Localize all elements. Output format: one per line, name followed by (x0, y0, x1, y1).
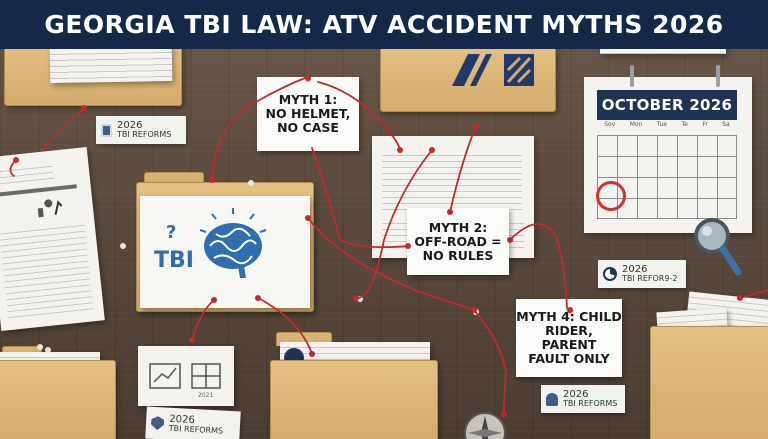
folder-bottom-right (650, 291, 768, 439)
person-icon (546, 392, 558, 406)
reforms-left-year: 2026 (117, 120, 143, 132)
document-icon (101, 123, 112, 137)
document-left (0, 147, 105, 331)
magnifier-icon (694, 218, 742, 276)
pebble (248, 180, 254, 186)
myth-1-line2: NO HELMET, (265, 106, 351, 121)
diagram-icon (149, 363, 221, 389)
reforms-card-bottom-left: 2026 TBI REFORMS (145, 406, 241, 439)
weekday-3: Tue (656, 121, 668, 128)
pie-chart-icon (603, 267, 617, 281)
reforms-card-left: 2026 TBI REFORMS (96, 116, 186, 144)
folder-bottom-left (0, 346, 116, 439)
myth-4-label: MYTH 4: CHILD (516, 309, 622, 324)
myth-4-line3: FAULT ONLY (528, 351, 610, 366)
weekday-2: Mon (629, 121, 643, 128)
reforms-right-label: TBI REFOR9-2 (622, 274, 678, 284)
folder-bottom-center (270, 332, 438, 439)
calendar-weekdays: Sov Mon Tue Te Fr Sa (597, 121, 737, 133)
emblem-icon (452, 54, 534, 86)
brain-icon (199, 208, 267, 278)
pebble (37, 344, 43, 350)
calendar: OCTOBER 2026 Sov Mon Tue Te Fr Sa (584, 65, 752, 233)
weekday-1: Sov (604, 121, 616, 128)
title-banner: GEORGIA TBI LAW: ATV ACCIDENT MYTHS 2026 (0, 0, 768, 49)
reforms-bottom-label: TBI REFORMS (563, 399, 618, 409)
folder-top-left (4, 40, 182, 106)
myth-2-line2: OFF-ROAD = (414, 233, 502, 249)
pebble (473, 309, 479, 315)
tbi-sheet: ? TBI (140, 196, 310, 308)
weekday-5: Fr (702, 121, 708, 128)
folder-tbi: ? TBI (136, 172, 314, 312)
compass-icon (464, 412, 506, 439)
calendar-circle-mark (596, 181, 626, 211)
reforms-bottom-left-label: TBI REFORMS (168, 423, 224, 436)
chart-icon (37, 199, 63, 218)
myth-1-note: MYTH 1: NO HELMET, NO CASE (257, 77, 359, 151)
myth-2-line3: NO RULES (422, 247, 494, 263)
question-mark: ? (166, 222, 177, 243)
pebble (45, 347, 51, 353)
diagram-sheet: 2021 (138, 346, 234, 406)
reforms-card-bottom: 2026 TBI REFORMS (541, 385, 625, 413)
pebble (120, 243, 126, 249)
folder-top-center (380, 44, 556, 112)
reforms-card-right: 2026 TBI REFOR9-2 (598, 260, 686, 288)
shield-icon (151, 416, 165, 431)
weekday-4: Te (681, 121, 688, 128)
myth-2-note: MYTH 2: OFF-ROAD = NO RULES (407, 208, 509, 275)
myth-4-line2: RIDER, PARENT (541, 323, 597, 352)
reforms-left-label: TBI REFORMS (117, 130, 172, 140)
myth-1-label: MYTH 1: (278, 92, 338, 107)
myth-2-label: MYTH 2: (428, 219, 488, 235)
tbi-label: TBI (154, 248, 194, 273)
pebble (357, 296, 363, 302)
calendar-title: OCTOBER 2026 (597, 90, 737, 120)
weekday-6: Sa (722, 121, 730, 128)
myth-1-line3: NO CASE (277, 120, 339, 135)
reforms-right-year: 2026 (622, 264, 648, 276)
diagram-sheet-caption: 2021 (198, 392, 214, 399)
banner-title: GEORGIA TBI LAW: ATV ACCIDENT MYTHS 2026 (44, 10, 724, 39)
reforms-bottom-year: 2026 (563, 389, 589, 401)
